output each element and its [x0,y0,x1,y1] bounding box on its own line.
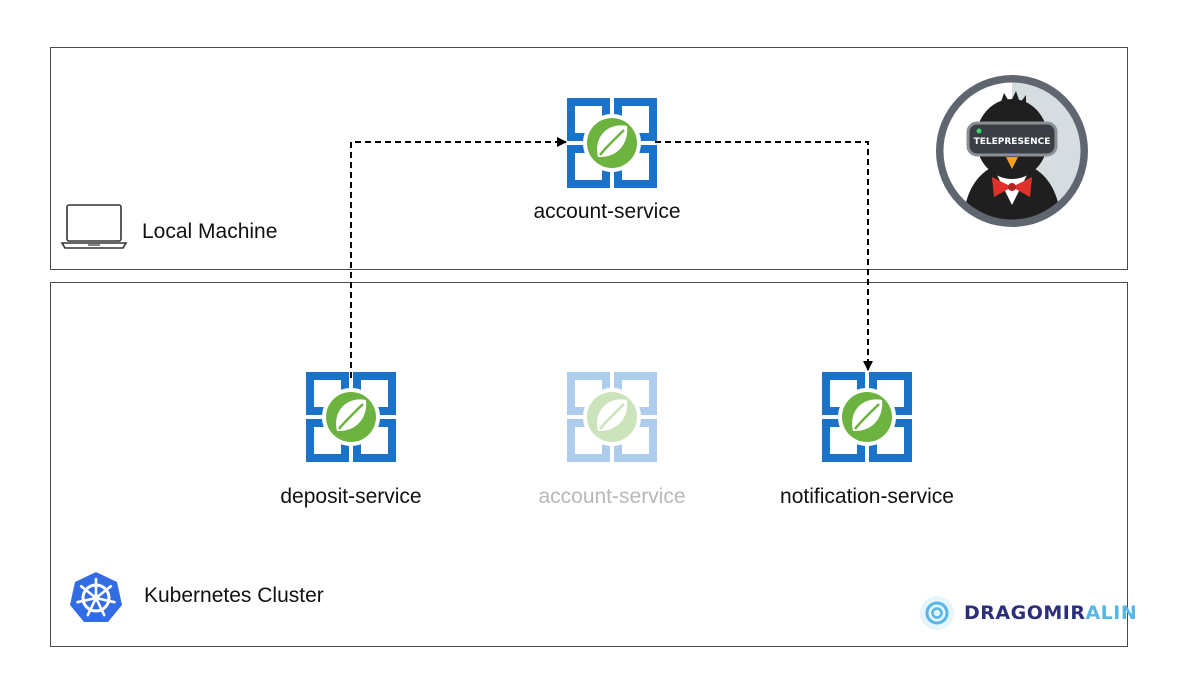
brand-text-part2: ALIN [1085,602,1138,624]
account-service-cluster-label: account-service [538,485,686,508]
brand-mark: DRAGOMIRALIN [918,594,1137,632]
account-service-cluster-icon [567,372,657,462]
deposit-service-icon [306,372,396,462]
kubernetes-cluster-zone [50,282,1128,647]
laptop-icon [60,204,128,249]
local-machine-label: Local Machine [142,220,278,243]
kubernetes-cluster-label: Kubernetes Cluster [144,584,324,607]
notification-service-icon [822,372,912,462]
brand-text-part1: DRAGOMIR [964,602,1086,624]
telepresence-logo: TELEPRESENCE [936,75,1088,227]
brand-text: DRAGOMIRALIN [964,602,1137,624]
brand-logo-icon [920,596,954,630]
account-service-local-label: account-service [533,200,681,223]
kubernetes-icon [70,572,122,622]
account-service-local-icon [567,98,657,188]
deposit-service-label: deposit-service [280,485,422,508]
telepresence-badge-text: TELEPRESENCE [974,137,1051,147]
notification-service-label: notification-service [780,485,954,508]
